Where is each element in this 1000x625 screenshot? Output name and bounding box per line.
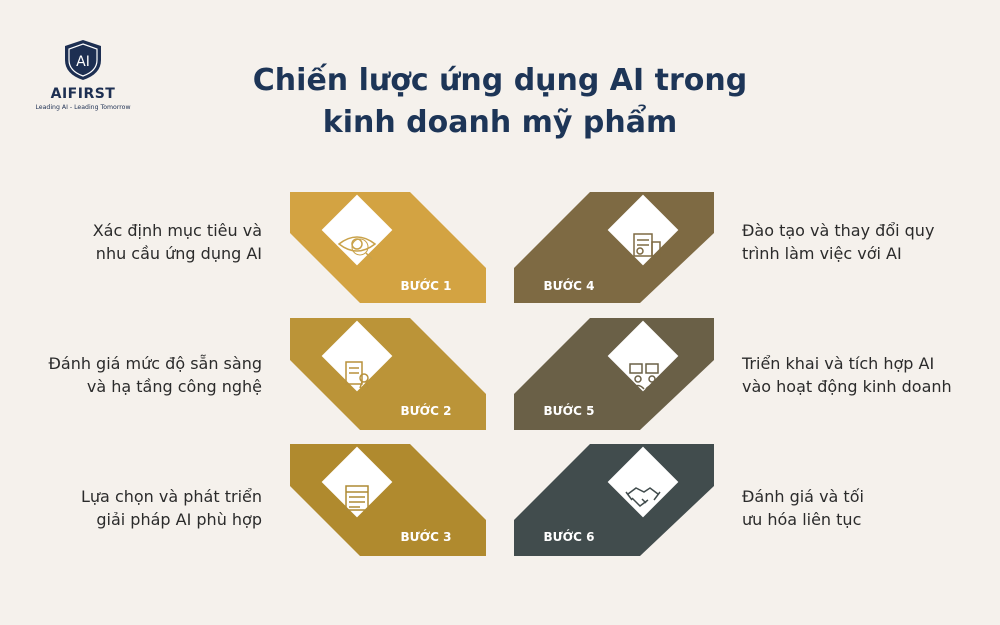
step-6-description-line-1: Đánh giá và tối [742, 487, 864, 506]
step-1-diamond [321, 194, 393, 266]
step-2-block: BƯỚC 2 [290, 318, 486, 430]
step-5-block: BƯỚC 5 [514, 318, 714, 430]
brand-logo: AI AIFIRST Leading AI - Leading Tomorrow [28, 38, 138, 111]
document-signing-icon [633, 233, 661, 257]
step-6-block: BƯỚC 6 [514, 444, 714, 556]
logo-mark: AI [76, 54, 90, 70]
step-3-shape [290, 444, 486, 556]
brand-name: AIFIRST [50, 86, 116, 102]
step-4-description: Đào tạo và thay đổi quy trình làm việc v… [742, 219, 934, 265]
step-1-description-line-2: nhu cầu ứng dụng AI [95, 244, 262, 263]
step-5-label: BƯỚC 5 [544, 403, 595, 418]
step-5-diamond [607, 320, 679, 392]
step-3-description: Lựa chọn và phát triển giải pháp AI phù … [81, 485, 262, 531]
step-6-diamond [607, 446, 679, 518]
step-2-description: Đánh giá mức độ sẵn sàng và hạ tầng công… [48, 352, 262, 398]
eye-magnifier-icon [337, 236, 377, 260]
step-2-description-line-2: và hạ tầng công nghệ [86, 377, 262, 396]
step-1-shape [290, 192, 486, 303]
brand-tagline: Leading AI - Leading Tomorrow [35, 104, 131, 111]
step-4-block: BƯỚC 4 [514, 192, 714, 303]
step-1-description-line-1: Xác định mục tiêu và [92, 221, 262, 240]
step-5-description-line-1: Triển khai và tích hợp AI [742, 354, 935, 373]
step-1-description: Xác định mục tiêu và nhu cầu ứng dụng AI [93, 219, 262, 265]
certificate-icon [345, 361, 369, 389]
step-4-description-line-2: trình làm việc với AI [742, 244, 902, 263]
step-2-description-line-1: Đánh giá mức độ sẵn sàng [48, 354, 262, 373]
page-title: Chiến lược ứng dụng AI trong kinh doanh … [230, 60, 770, 144]
step-4-label: BƯỚC 4 [544, 278, 595, 293]
step-6-description: Đánh giá và tối ưu hóa liên tục [742, 485, 864, 531]
step-2-diamond [321, 320, 393, 392]
step-3-description-line-2: giải pháp AI phù hợp [96, 510, 262, 529]
shield-logo-icon: AI [65, 40, 101, 80]
step-1-label: BƯỚC 1 [401, 278, 452, 293]
step-6-description-line-2: ưu hóa liên tục [742, 510, 862, 529]
step-4-description-line-1: Đào tạo và thay đổi quy [742, 221, 935, 240]
step-5-description: Triển khai và tích hợp AI vào hoạt động … [742, 352, 952, 398]
step-3-diamond [321, 446, 393, 518]
step-2-label: BƯỚC 2 [401, 403, 452, 418]
title-line-2: kinh doanh mỹ phẩm [322, 105, 678, 140]
step-5-description-line-2: vào hoạt động kinh doanh [742, 377, 952, 396]
step-3-block: BƯỚC 3 [290, 444, 486, 556]
tax-form-icon [345, 485, 369, 511]
step-1-block: BƯỚC 1 [290, 192, 486, 303]
handshake-icon [625, 487, 661, 507]
step-2-shape [290, 318, 486, 430]
step-3-description-line-1: Lựa chọn và phát triển [81, 487, 262, 506]
step-3-label: BƯỚC 3 [401, 529, 452, 544]
discussion-icon [629, 363, 659, 390]
step-6-label: BƯỚC 6 [544, 529, 595, 544]
title-line-1: Chiến lược ứng dụng AI trong [252, 63, 748, 98]
